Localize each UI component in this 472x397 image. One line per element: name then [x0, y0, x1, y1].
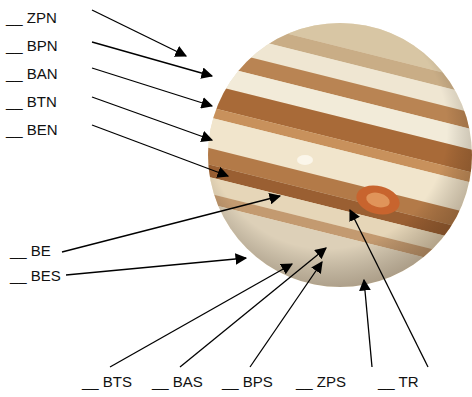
band-label: __ BAS: [152, 374, 203, 389]
band-label: __ BEN: [6, 122, 58, 137]
band-label: __ BPN: [6, 38, 58, 53]
leader-arrow: [62, 196, 280, 252]
leader-arrow: [92, 97, 212, 140]
leader-arrow: [92, 68, 212, 106]
band-label: __ BPS: [222, 374, 273, 389]
band-label: __ BTS: [82, 374, 132, 389]
leader-lines: [62, 10, 428, 367]
band-label: __ BES: [10, 268, 61, 283]
leader-arrow: [110, 264, 292, 367]
leader-arrow: [92, 42, 212, 76]
leader-arrow: [250, 262, 322, 367]
leader-arrow: [92, 10, 186, 56]
band-label: __ ZPS: [296, 374, 346, 389]
leader-arrow: [66, 258, 246, 275]
leader-arrow: [350, 210, 428, 367]
leader-arrow: [92, 125, 228, 176]
band-label: __ BAN: [6, 66, 58, 81]
leader-arrow: [180, 248, 326, 367]
band-label: __ ZPN: [6, 10, 57, 25]
leader-arrow: [364, 280, 372, 367]
band-label: __ BE: [10, 243, 51, 258]
band-label: __ TR: [378, 374, 419, 389]
band-label: __ BTN: [6, 94, 57, 109]
